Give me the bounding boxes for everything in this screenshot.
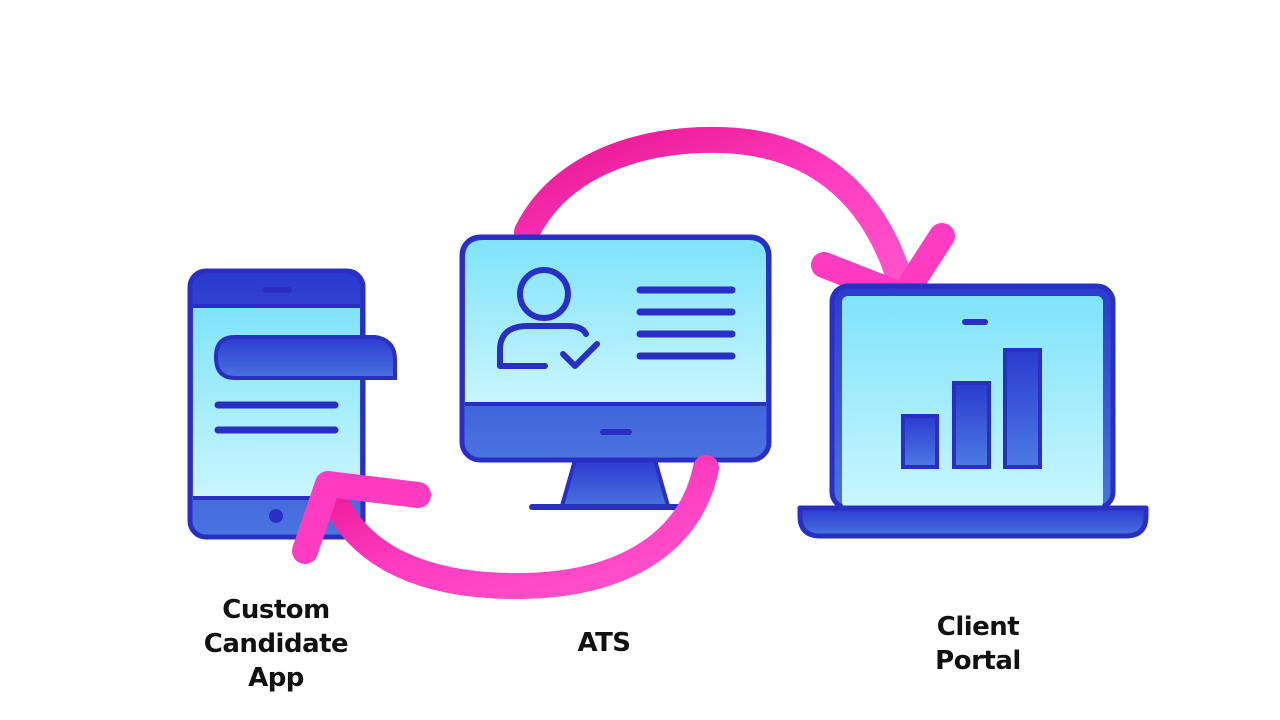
bar-chart-icon: [901, 348, 1042, 469]
candidate-app-label: Custom Candidate App: [203, 593, 349, 695]
monitor-icon: [459, 234, 772, 510]
candidate-app-label-line: Custom: [222, 595, 330, 625]
user-check-icon: [497, 267, 600, 369]
cycle-arrow-icon: [292, 455, 719, 600]
ats-label: ATS: [577, 626, 631, 660]
smartphone-icon: [187, 268, 397, 540]
ats-label-line: ATS: [577, 628, 631, 658]
client-portal-label-line: Client: [936, 612, 1020, 642]
client-portal-label-line: Portal: [935, 646, 1021, 676]
client-portal-label: Client Portal: [935, 610, 1021, 678]
laptop-icon: [797, 283, 1149, 539]
candidate-app-label-line: Candidate: [203, 629, 349, 659]
candidate-app-label-line: App: [248, 663, 304, 693]
